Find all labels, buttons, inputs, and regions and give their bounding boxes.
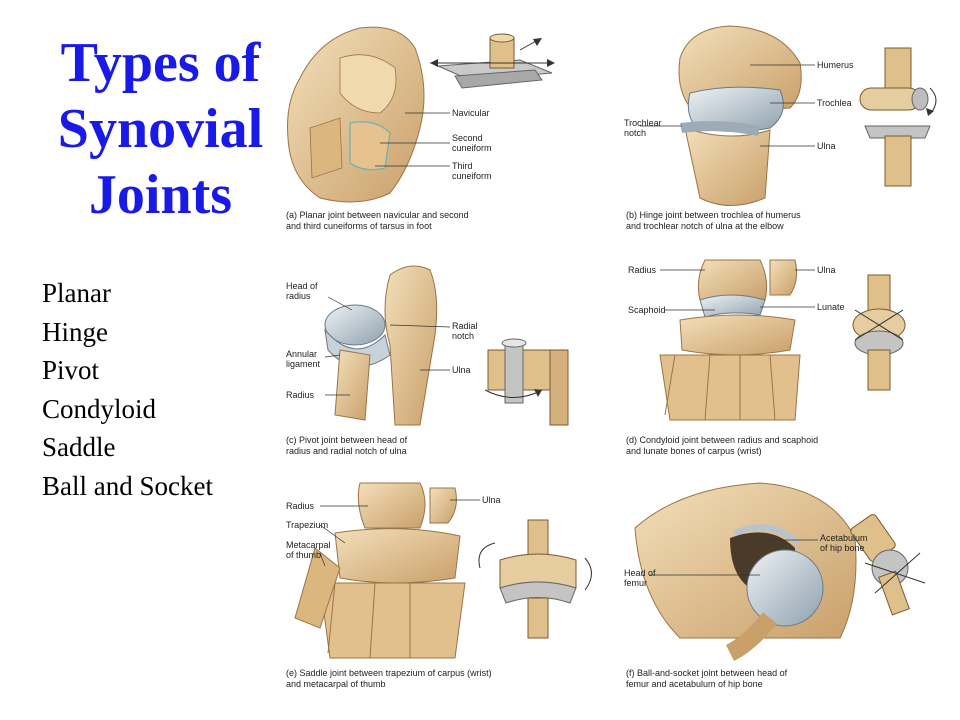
caption-planar: (a) Planar joint between navicular and s…	[286, 210, 469, 231]
label-ulna: Ulna	[482, 495, 501, 505]
caption-saddle: (e) Saddle joint between trapezium of ca…	[286, 668, 492, 689]
label-radial-notch: Radial notch	[452, 321, 478, 341]
label-head-of-femur: Head of femur	[624, 568, 656, 588]
joint-type-item: Hinge	[42, 316, 108, 347]
label-humerus: Humerus	[817, 60, 854, 70]
joint-type-item: Planar	[42, 278, 111, 308]
panel-ball-and-socket-joint: Acetabulum of hip bone Head of femur (f)…	[620, 478, 950, 700]
label-navicular: Navicular	[452, 108, 490, 118]
ball-and-socket-joint-illustration	[634, 482, 926, 662]
panel-condyloid-joint: Radius Ulna Scaphoid Lunate (d) Condyloi…	[620, 255, 950, 460]
joint-type-item: Saddle	[42, 432, 116, 462]
panel-saddle-joint: Radius Ulna Trapezium Metacarpal of thum…	[280, 478, 600, 700]
pivot-joint-illustration	[324, 265, 569, 426]
panel-pivot-joint: Head of radius Radial notch Annular liga…	[280, 255, 580, 460]
label-head-of-radius: Head of radius	[286, 281, 318, 301]
label-trapezium: Trapezium	[286, 520, 329, 530]
label-ulna: Ulna	[817, 265, 836, 275]
joint-type-item: Condyloid	[42, 393, 157, 424]
label-lunate: Lunate	[817, 302, 845, 312]
label-scaphoid: Scaphoid	[628, 305, 666, 315]
title-line-1: Types of	[60, 32, 261, 94]
label-third-cuneiform: Third cuneiform	[452, 161, 492, 181]
panel-planar-joint: Navicular Second cuneiform Third cuneifo…	[280, 18, 580, 240]
caption-condyloid: (d) Condyloid joint between radius and s…	[626, 435, 819, 456]
caption-pivot: (c) Pivot joint between head of radius a…	[286, 435, 408, 456]
panel-hinge-joint: Humerus Trochlea Trochlear notch Ulna (b…	[620, 18, 950, 240]
label-ulna: Ulna	[452, 365, 471, 375]
label-radius: Radius	[286, 390, 315, 400]
label-metacarpal-of-thumb: Metacarpal of thumb	[286, 540, 331, 560]
caption-hinge: (b) Hinge joint between trochlea of hume…	[626, 210, 801, 231]
saddle-joint-illustration	[294, 482, 592, 659]
joint-type-list: Planar Hinge Pivot Condyloid Saddle Ball…	[42, 274, 213, 505]
joint-type-item: Pivot	[42, 355, 100, 385]
joint-type-item: Ball and Socket	[42, 470, 213, 501]
title-line-3: Joints	[88, 164, 233, 226]
title-line-2: Synovial	[57, 98, 264, 160]
hinge-joint-illustration	[640, 25, 937, 206]
label-acetabulum-of-hip-bone: Acetabulum of hip bone	[820, 533, 868, 553]
label-ulna: Ulna	[817, 141, 836, 151]
condyloid-joint-illustration	[659, 259, 906, 421]
label-trochlea: Trochlea	[817, 98, 852, 108]
label-radius: Radius	[286, 501, 315, 511]
label-radius: Radius	[628, 265, 657, 275]
label-annular-ligament: Annular ligament	[286, 349, 321, 369]
slide-title: Types of Synovial Joints	[18, 30, 303, 228]
label-second-cuneiform: Second cuneiform	[452, 133, 492, 153]
planar-joint-illustration	[287, 26, 555, 203]
caption-ball-and-socket: (f) Ball-and-socket joint between head o…	[626, 668, 788, 689]
label-trochlear-notch: Trochlear notch	[624, 118, 662, 138]
